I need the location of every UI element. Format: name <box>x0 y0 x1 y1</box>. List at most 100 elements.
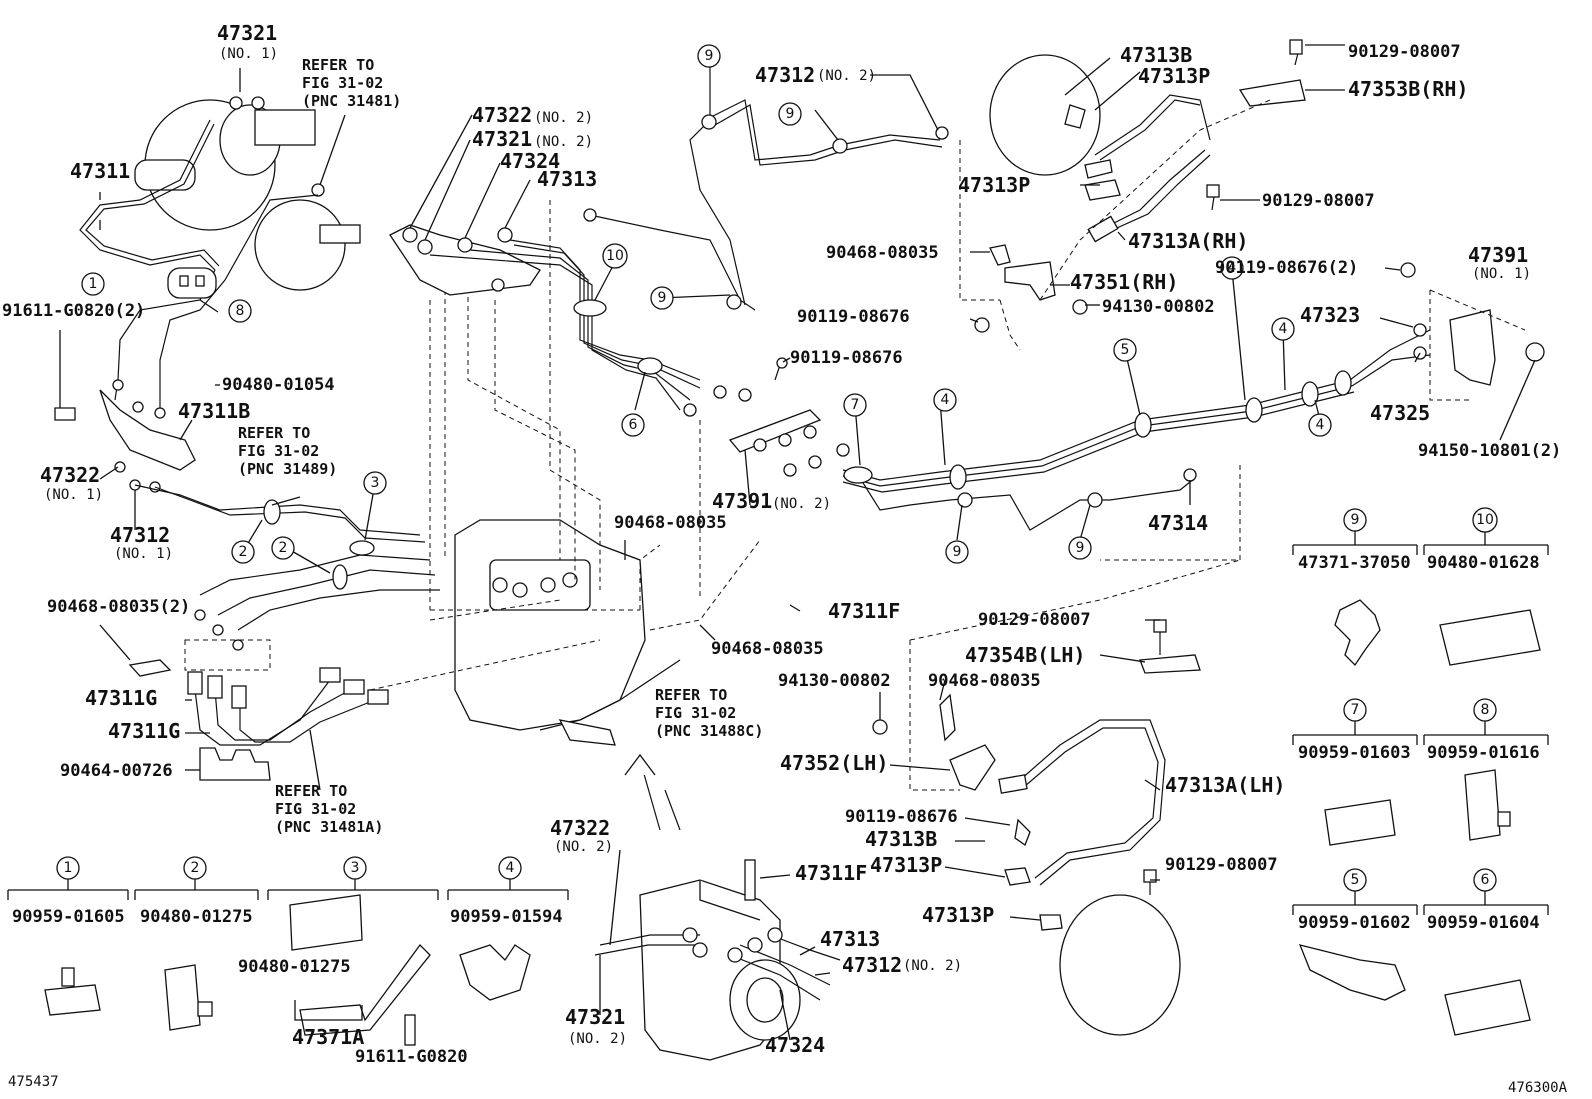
svg-text:7: 7 <box>851 397 860 413</box>
legend-part-5: 90959-01602 <box>1298 913 1411 933</box>
label-90464-00726: 90464-00726 <box>60 761 173 781</box>
footer-left-id: 475437 <box>8 1074 59 1090</box>
label-47313p-lh: 47313P <box>870 853 942 877</box>
label-47312-bottom: 47312 <box>842 953 902 977</box>
label-90119-08676-mid: 90119-08676 <box>790 348 903 368</box>
svg-text:9: 9 <box>953 544 962 560</box>
svg-text:REFER TO: REFER TO <box>302 56 374 74</box>
legend-part-1: 90959-01605 <box>12 907 125 927</box>
legend-part-6: 90959-01604 <box>1427 913 1540 933</box>
brake-booster-drawing <box>134 96 361 291</box>
callout-5-a: 5 <box>1113 338 1137 362</box>
label-47321-no2-top-sub: (NO. 2) <box>534 134 593 150</box>
view-arrow <box>624 753 681 831</box>
refer-notes: REFER TO FIG 31-02 (PNC 31481) REFER TO … <box>238 56 763 836</box>
legend-part-labels: 90959-01605 90480-01275 90480-01275 9095… <box>12 553 1540 1067</box>
svg-text:6: 6 <box>1481 872 1490 888</box>
legend-circle-10: 10 <box>1472 507 1498 533</box>
label-47351-rh: 47351(RH) <box>1070 270 1178 294</box>
dashed-guides-center <box>369 200 761 691</box>
label-47313b-lh: 47313B <box>865 827 937 851</box>
refer-note-2: REFER TO FIG 31-02 (PNC 31489) <box>238 424 337 478</box>
abs-bottom-drawing <box>594 859 841 1061</box>
label-47322-no1-sub: (NO. 1) <box>44 487 103 503</box>
callout-4-c: 4 <box>1271 317 1295 341</box>
legend-part-4: 90959-01594 <box>450 907 563 927</box>
svg-text:2: 2 <box>239 544 248 560</box>
pipes-rear <box>842 323 1431 561</box>
label-90129-08007-lh: 90129-08007 <box>978 610 1091 630</box>
abs-actuator-drawing <box>454 519 681 746</box>
svg-text:4: 4 <box>506 860 515 876</box>
label-47311b: 47311B <box>178 399 250 423</box>
label-47391-no1: 47391 <box>1468 243 1528 267</box>
legend-circle-7: 7 <box>1343 698 1367 722</box>
svg-text:7: 7 <box>1351 702 1360 718</box>
svg-text:6: 6 <box>629 417 638 433</box>
label-47311f-bottom: 47311F <box>795 861 867 885</box>
label-47313-top: 47313 <box>537 167 597 191</box>
label-47322-no2-top: 47322 <box>472 103 532 127</box>
svg-text:9: 9 <box>1351 512 1360 528</box>
label-47321-no1: 47321 <box>217 21 277 45</box>
label-90119-08676-2: 90119-08676(2) <box>1215 258 1358 278</box>
svg-text:1: 1 <box>89 276 98 292</box>
label-47312-no1: 47312 <box>110 523 170 547</box>
legend-label-47371a: 47371A <box>292 1025 364 1049</box>
svg-text:REFER TO: REFER TO <box>275 782 347 800</box>
svg-text:10: 10 <box>606 248 624 264</box>
refer-note-3: REFER TO FIG 31-02 (PNC 31488C) <box>655 686 763 740</box>
svg-text:8: 8 <box>236 303 245 319</box>
callout-4-a: 4 <box>933 388 957 412</box>
svg-text:1: 1 <box>64 860 73 876</box>
pipes-top-middle <box>389 60 949 477</box>
label-47312-no2-top: 47312 <box>755 63 815 87</box>
svg-text:FIG 31-02: FIG 31-02 <box>655 704 736 722</box>
svg-text:5: 5 <box>1121 342 1130 358</box>
legend-clip-drawings <box>44 599 1541 1046</box>
label-90119-08676-lh: 90119-08676 <box>845 807 958 827</box>
label-47311f-mid: 47311F <box>828 599 900 623</box>
label-47311: 47311 <box>70 159 130 183</box>
label-47391-no2-sub: (NO. 2) <box>772 496 831 512</box>
label-90468-08035-rh: 90468-08035 <box>826 243 939 263</box>
legend-circle-1: 1 <box>56 856 80 880</box>
label-47325: 47325 <box>1370 401 1430 425</box>
label-47312-bottom-sub: (NO. 2) <box>903 958 962 974</box>
legend-part-2: 90480-01275 <box>140 907 253 927</box>
label-47313a-lh: 47313A(LH) <box>1165 773 1285 797</box>
callout-8-a: 8 <box>228 299 252 323</box>
legend-part-9: 47371-37050 <box>1298 553 1411 573</box>
legend-circle-3: 3 <box>343 856 367 880</box>
callout-2-a: 2 <box>231 540 255 564</box>
footer-ids: 475437 476300A <box>8 1074 1568 1096</box>
refer-note-1: REFER TO FIG 31-02 (PNC 31481) <box>302 56 401 110</box>
svg-text:3: 3 <box>371 475 380 491</box>
callout-10-a: 10 <box>602 243 628 269</box>
label-94150-10801-2: 94150-10801(2) <box>1418 441 1561 461</box>
svg-text:FIG 31-02: FIG 31-02 <box>275 800 356 818</box>
label-90119-08676-rh: 90119-08676 <box>797 307 910 327</box>
svg-text:(PNC 31481): (PNC 31481) <box>302 92 401 110</box>
svg-text:9: 9 <box>658 290 667 306</box>
label-47312-no1-sub: (NO. 1) <box>114 546 173 562</box>
svg-text:4: 4 <box>1279 321 1288 337</box>
pipes-upper-left <box>54 119 440 781</box>
refer-note-4: REFER TO FIG 31-02 (PNC 31481A) <box>275 782 383 836</box>
legend-label-91611-g0820: 91611-G0820 <box>355 1047 468 1067</box>
legend-circle-4: 4 <box>498 856 522 880</box>
label-90480-01054: 90480-01054 <box>222 375 335 395</box>
svg-text:8: 8 <box>1481 702 1490 718</box>
svg-text:4: 4 <box>1316 417 1325 433</box>
svg-text:5: 5 <box>1351 872 1360 888</box>
label-47324-bottom: 47324 <box>765 1033 825 1057</box>
callout-9-b: 9 <box>778 102 802 126</box>
callout-9-c: 9 <box>650 286 674 310</box>
legend-part-8: 90959-01616 <box>1427 743 1540 763</box>
legend-circle-5: 5 <box>1343 868 1367 892</box>
label-47322-no2-top-sub: (NO. 2) <box>534 110 593 126</box>
callout-9-e: 9 <box>1068 536 1092 560</box>
label-47354b-lh: 47354B(LH) <box>965 643 1085 667</box>
svg-text:9: 9 <box>1076 540 1085 556</box>
